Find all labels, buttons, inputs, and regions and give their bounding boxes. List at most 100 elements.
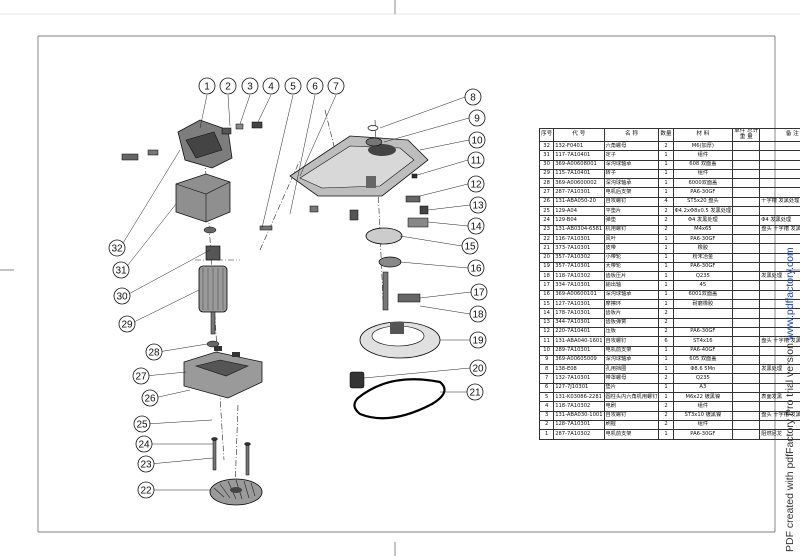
bom-cell-weight bbox=[732, 206, 761, 217]
bearing-parts bbox=[365, 125, 383, 147]
bom-cell-material: PA6-30GF bbox=[672, 429, 734, 440]
bom-cell-code: 129-A04 bbox=[553, 206, 605, 217]
bom-cell-name: 压板 bbox=[603, 326, 660, 338]
bom-cell-code: 138-E08 bbox=[553, 364, 605, 375]
bom-cell-weight bbox=[732, 401, 761, 412]
bom-cell-qty: 1 bbox=[658, 233, 674, 245]
bom-cell-weight bbox=[732, 271, 761, 282]
bom-header-total-weight: 总计 bbox=[747, 128, 759, 135]
bom-cell-code: 289-7A10301 bbox=[553, 345, 605, 356]
bom-cell-material: 橡胶 bbox=[672, 243, 734, 254]
bom-cell-seq: 27 bbox=[538, 187, 555, 198]
callout-balloon-29 bbox=[118, 315, 136, 333]
callout-number-11: 11 bbox=[471, 156, 482, 167]
bom-cell-weight bbox=[732, 317, 761, 328]
bom-cell-material bbox=[672, 308, 734, 319]
callout-number-3: 3 bbox=[247, 82, 253, 93]
bom-cell-qty: 2 bbox=[658, 373, 674, 384]
callout-balloon-18 bbox=[469, 305, 487, 323]
bom-cell-code: 220-7A10401 bbox=[553, 326, 605, 338]
small-pulley-part bbox=[349, 371, 365, 389]
bom-cell-weight bbox=[732, 187, 761, 198]
bom-cell-seq: 18 bbox=[538, 271, 555, 282]
callout-balloon-4 bbox=[262, 77, 280, 95]
callout-number-23: 23 bbox=[140, 460, 152, 471]
bom-cell-code: 287-7A10302 bbox=[553, 429, 605, 440]
bom-cell-name: 输出轴 bbox=[603, 280, 660, 291]
bom-cell-seq: 22 bbox=[538, 233, 555, 245]
callout-number-8: 8 bbox=[470, 93, 476, 104]
bom-cell-remarks bbox=[759, 150, 800, 161]
bom-cell-name: 电机前支架 bbox=[603, 345, 660, 356]
watermark-link[interactable]: www.pdffactory.com bbox=[784, 247, 796, 341]
bom-cell-qty: 1 bbox=[658, 391, 674, 403]
bom-cell-qty: 2 bbox=[658, 326, 674, 338]
bom-cell-material: Φ4.2xΦ8x0.5 发黑处理 bbox=[672, 206, 734, 217]
bom-cell-name: 转子 bbox=[603, 168, 660, 180]
output-shaft-part bbox=[382, 271, 421, 311]
bom-cell-remarks: 阻燃尼龙 bbox=[759, 429, 800, 440]
callout-balloon-15 bbox=[461, 237, 479, 255]
callout-balloon-16 bbox=[467, 259, 485, 277]
callout-balloon-5 bbox=[284, 77, 302, 95]
bom-cell-weight bbox=[732, 178, 761, 189]
bom-cell-qty: 2 bbox=[658, 140, 674, 152]
callout-balloon-27 bbox=[132, 367, 150, 385]
bom-cell-name: 六角螺母 bbox=[603, 140, 660, 152]
bom-cell-material: Φ8.6 5Mn bbox=[672, 364, 734, 375]
bom-cell-seq: 30 bbox=[538, 159, 555, 170]
leader-lines bbox=[119, 94, 472, 491]
bom-cell-name: 圆柱头内六角机用螺钉 bbox=[603, 391, 660, 403]
bom-cell-seq: 1 bbox=[538, 429, 555, 440]
bom-cell-material: 6000双面盖 bbox=[672, 178, 734, 189]
front-support-part bbox=[121, 119, 263, 169]
bom-cell-qty: 1 bbox=[658, 354, 674, 366]
callout-number-14: 14 bbox=[470, 222, 482, 233]
callout-balloon-12 bbox=[467, 175, 485, 193]
bom-cell-qty: 2 bbox=[658, 215, 674, 226]
bom-cell-weight bbox=[732, 224, 761, 235]
bom-cell-weight bbox=[732, 252, 761, 263]
bom-cell-material: 组件 bbox=[672, 419, 734, 431]
bom-cell-weight bbox=[732, 196, 761, 208]
bom-cell-code: 344-7A10301 bbox=[553, 317, 605, 328]
bom-cell-code: 357-7A10302 bbox=[553, 252, 605, 263]
bom-cell-weight bbox=[732, 364, 761, 375]
callout-balloon-31 bbox=[112, 261, 130, 279]
bom-cell-material: Q235 bbox=[672, 271, 734, 282]
bom-cell-weight bbox=[732, 373, 761, 384]
bom-cell-seq: 26 bbox=[538, 196, 555, 208]
bom-cell-material: 6001双面盖 bbox=[672, 289, 734, 301]
bom-cell-seq: 21 bbox=[538, 243, 555, 254]
bom-cell-remarks: 盘头 十字槽 发黑处理 加硬 bbox=[759, 224, 800, 235]
bom-cell-name: 深沟球轴承 bbox=[603, 354, 660, 366]
bom-cell-qty: 1 bbox=[658, 261, 674, 273]
bom-cell-remarks bbox=[759, 159, 800, 170]
bom-header-unit-weight: 单件 bbox=[734, 128, 746, 135]
bom-cell-seq: 17 bbox=[538, 280, 555, 291]
callout-balloon-14 bbox=[467, 217, 485, 235]
bom-cell-qty: 2 bbox=[658, 224, 674, 235]
bom-cell-code: 131-AB0304-6581 bbox=[553, 224, 605, 235]
bom-cell-qty: 1 bbox=[658, 159, 674, 170]
bom-cell-material: Q235 bbox=[672, 373, 734, 384]
bom-cell-name: 齿板压片 bbox=[603, 271, 660, 282]
gear-housing-part bbox=[289, 135, 429, 197]
bom-cell-code: 131-K03086-2281 bbox=[553, 391, 605, 403]
bom-cell-material: 组件 bbox=[672, 150, 734, 161]
callout-balloon-7 bbox=[327, 77, 345, 95]
bom-cell-seq: 14 bbox=[538, 308, 555, 319]
